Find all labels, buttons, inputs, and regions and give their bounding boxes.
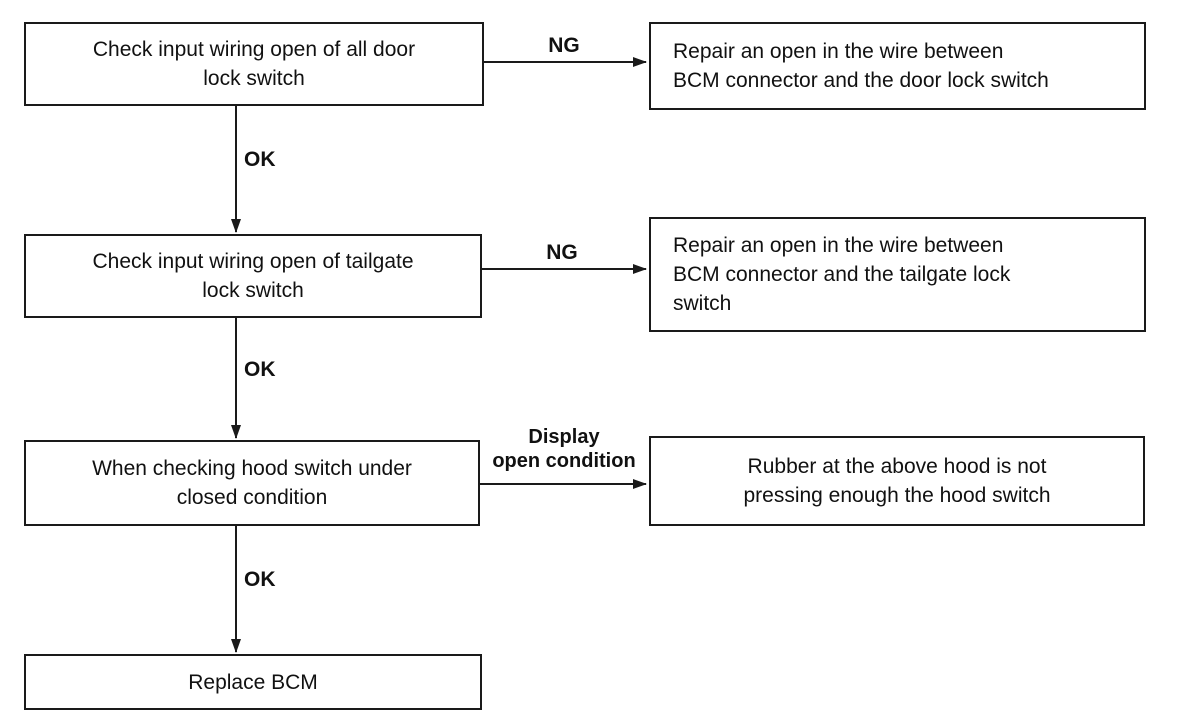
step-hood-rubber-result: Rubber at the above hood is not pressing… [649, 436, 1145, 526]
step-door-lock-check-text: Check input wiring open of all door lock… [92, 38, 416, 90]
label-ok-door: OK [244, 148, 276, 171]
label-ok-hood: OK [244, 568, 276, 591]
step-hood-switch-check-text: When checking hood switch under closed c… [92, 457, 412, 509]
step-tailgate-lock-check-text: Check input wiring open of tailgate lock… [92, 250, 414, 302]
label-display-open-condition: Display open condition [492, 426, 636, 472]
step-door-lock-check: Check input wiring open of all door lock… [24, 22, 484, 106]
step-tailgate-lock-repair: Repair an open in the wire between BCM c… [649, 217, 1146, 332]
label-ok-tailgate: OK [244, 358, 276, 381]
step-replace-bcm-text: Replace BCM [188, 670, 318, 694]
step-door-lock-repair-text: Repair an open in the wire between BCM c… [673, 40, 1049, 92]
step-door-lock-repair: Repair an open in the wire between BCM c… [649, 22, 1146, 110]
step-tailgate-lock-check: Check input wiring open of tailgate lock… [24, 234, 482, 318]
label-ng-tailgate: NG [546, 241, 578, 264]
step-tailgate-lock-repair-text: Repair an open in the wire between BCM c… [673, 234, 1011, 315]
step-replace-bcm: Replace BCM [24, 654, 482, 710]
step-hood-rubber-result-text: Rubber at the above hood is not pressing… [743, 455, 1051, 507]
step-hood-switch-check: When checking hood switch under closed c… [24, 440, 480, 526]
label-ng-door: NG [548, 34, 580, 57]
